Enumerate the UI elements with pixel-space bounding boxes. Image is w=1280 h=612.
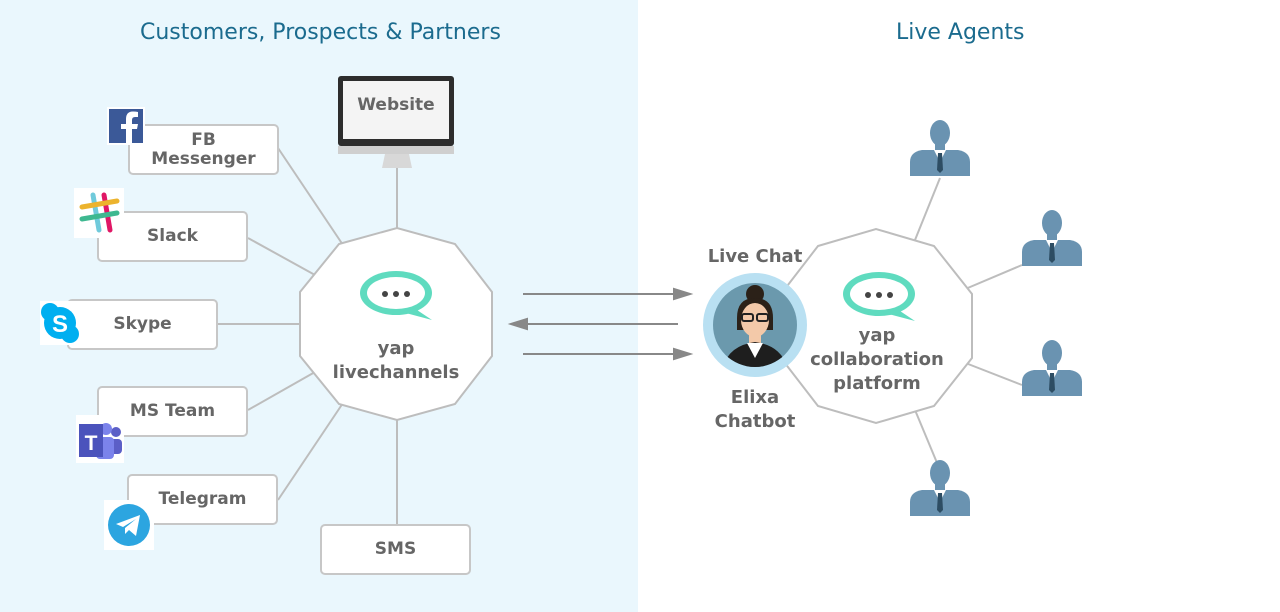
channel-sms: SMS (320, 524, 471, 575)
agent-icon (1022, 340, 1082, 396)
telegram-label: Telegram (158, 489, 247, 509)
facebook-icon (107, 107, 145, 145)
arrow-right-1 (673, 287, 694, 301)
skype-icon: S (40, 301, 80, 345)
agent-icon (910, 120, 970, 176)
agent-icon (1022, 210, 1082, 266)
channel-fb-messenger: FB Messenger (128, 124, 279, 175)
collaboration-platform-label: yap collaboration platform (810, 325, 944, 394)
skype-label: Skype (113, 314, 172, 334)
elixa-chatbot-label: Elixa Chatbot (714, 387, 796, 432)
connector-telegram (277, 399, 346, 501)
livechannels-label: yap livechannels (332, 338, 460, 383)
ms-teams-icon: T (76, 415, 124, 463)
channel-skype: Skype (67, 299, 218, 350)
website-label: Website (357, 95, 435, 115)
connector-msteam (247, 371, 316, 411)
sms-label: SMS (374, 539, 417, 559)
channel-ms-team: MS Team (97, 386, 248, 437)
fb-messenger-label: FB Messenger (151, 129, 256, 169)
slack-icon (74, 188, 124, 238)
connector-slack (247, 237, 316, 276)
connector-agent-3 (962, 361, 1023, 386)
customers-title: Customers, Prospects & Partners (140, 20, 501, 45)
monitor-icon (338, 76, 454, 168)
live-chat-label: Live Chat (707, 246, 803, 267)
slack-label: Slack (147, 226, 198, 246)
live-agents-title: Live Agents (896, 20, 1025, 45)
telegram-icon (104, 500, 154, 550)
svg-text:S: S (52, 311, 68, 338)
chat-bubble-icon (360, 271, 432, 320)
agent-icon (910, 460, 970, 516)
chat-bubble-icon (843, 272, 915, 321)
connector-fb (277, 147, 346, 249)
arrow-left (507, 317, 528, 331)
connector-agent-2 (962, 264, 1023, 291)
arrow-right-2 (673, 347, 694, 361)
livechannels-hub (299, 226, 493, 422)
connector-agent-1 (914, 177, 941, 241)
svg-text:T: T (85, 432, 98, 455)
connector-agent-4 (914, 409, 941, 471)
elixa-avatar (703, 273, 807, 377)
ms-team-label: MS Team (129, 401, 216, 421)
